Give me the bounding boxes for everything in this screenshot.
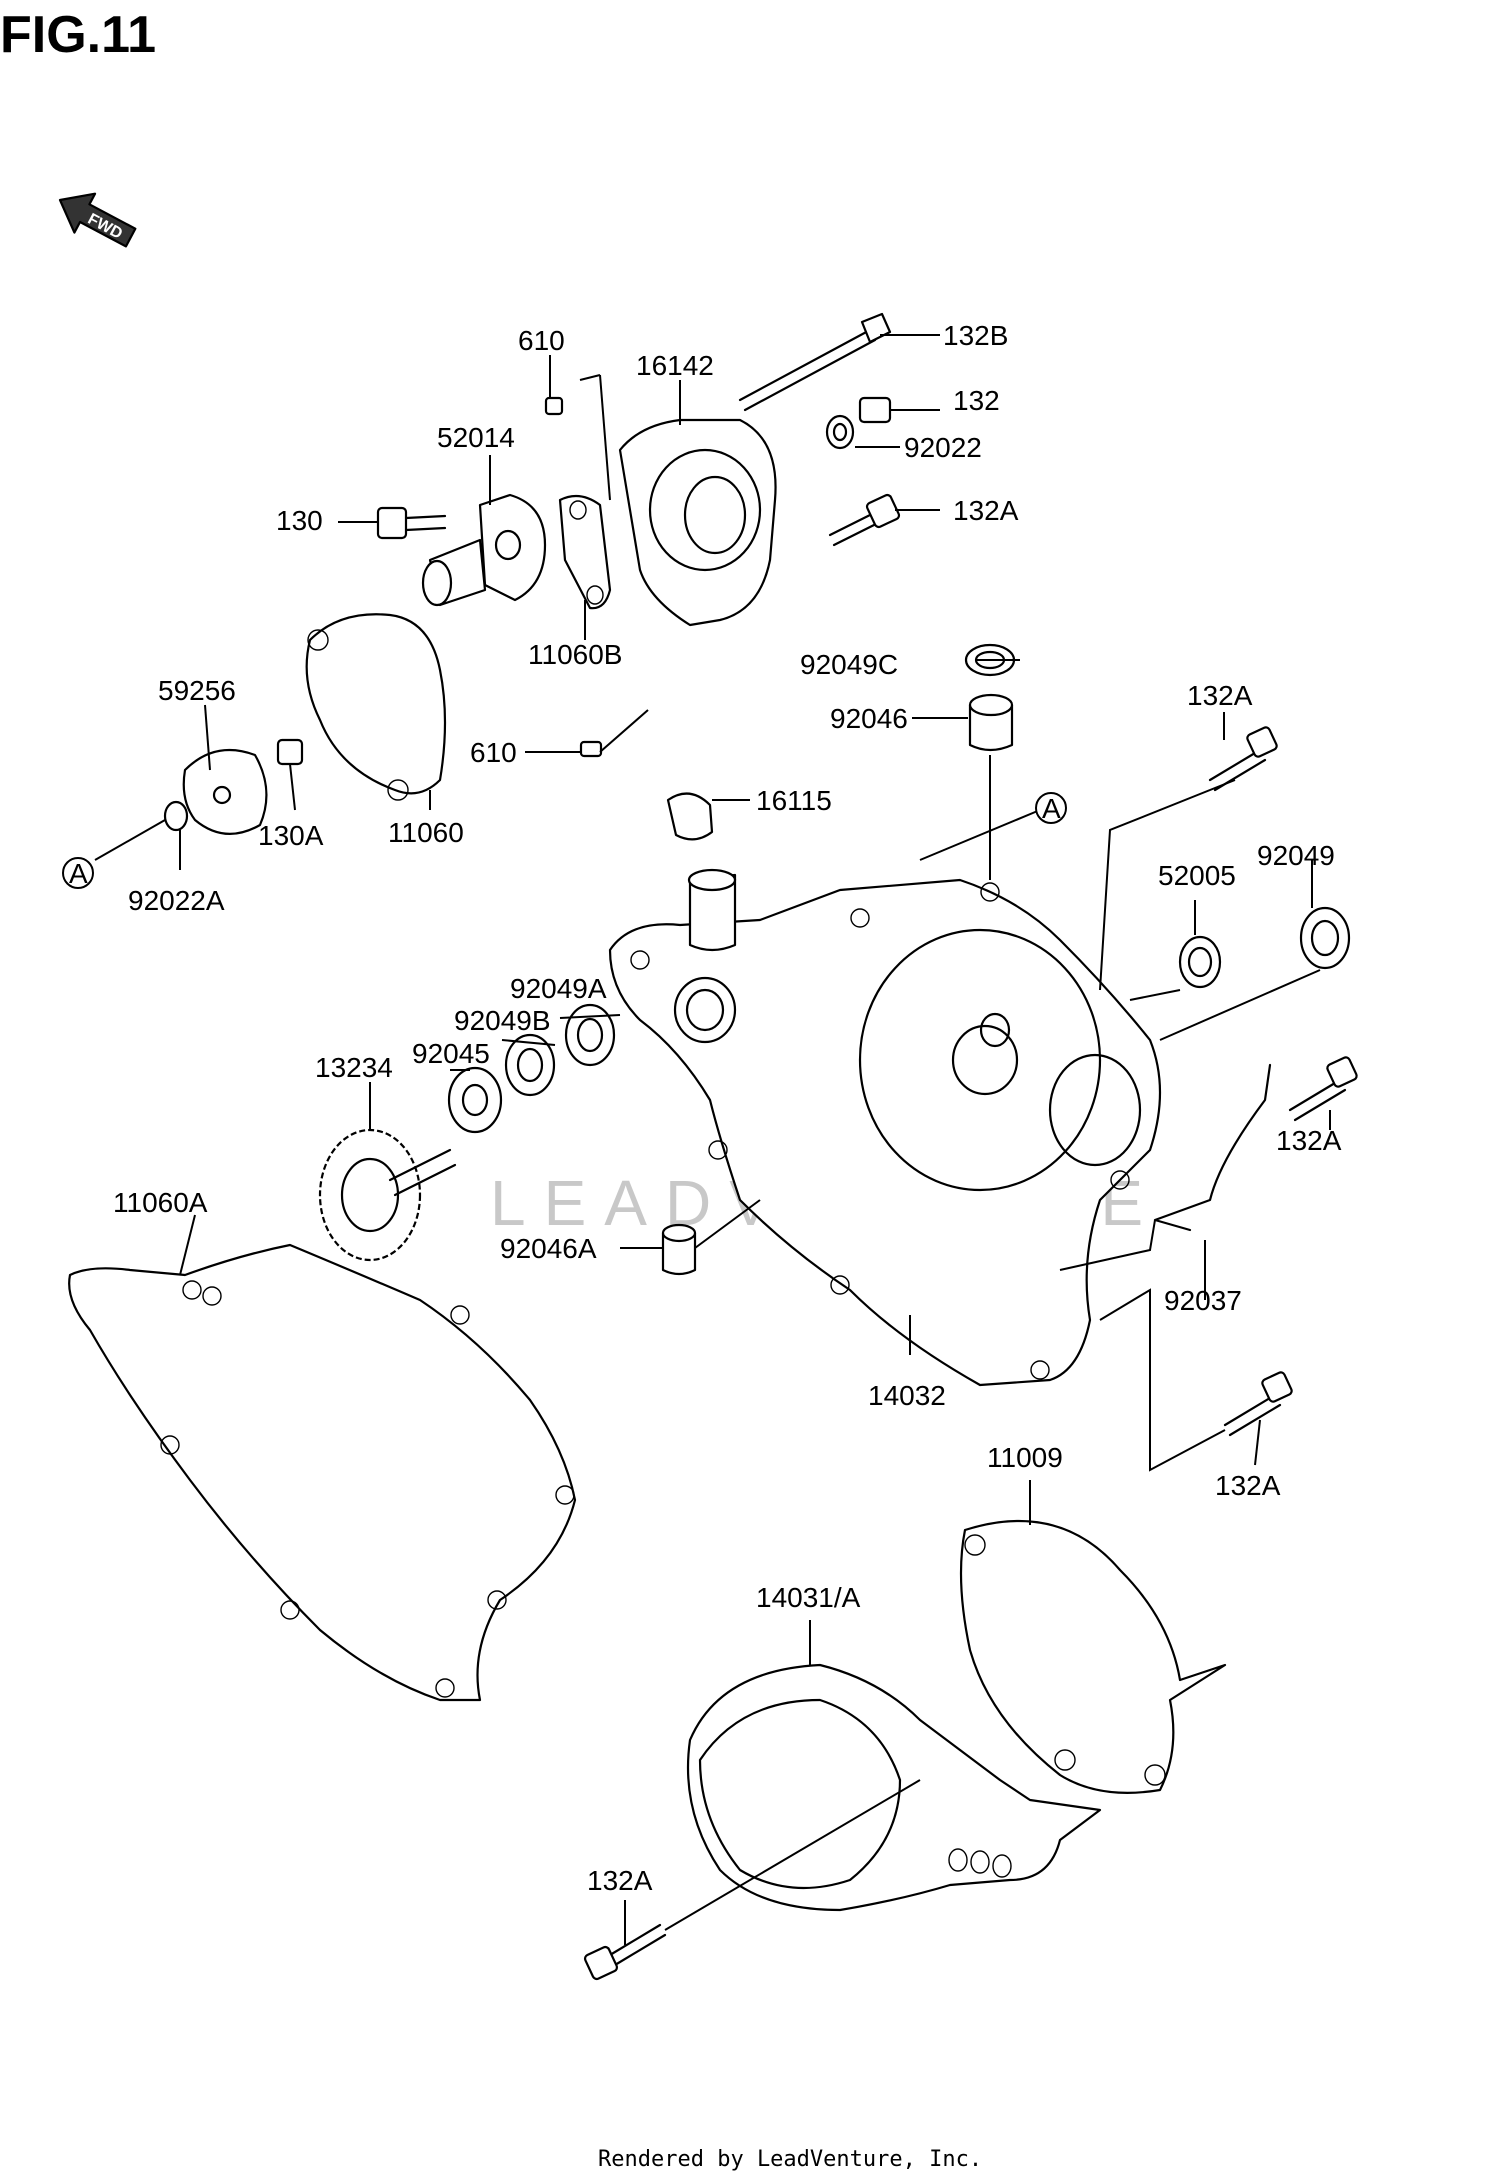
- callout-92049B: 92049B: [454, 1005, 551, 1036]
- dowel-610-bottom: [579, 740, 603, 758]
- callout-132: 132: [953, 385, 1000, 416]
- callout-11060: 11060: [388, 817, 464, 848]
- seal-92049B: [504, 1033, 556, 1097]
- svg-text:A: A: [1042, 793, 1061, 824]
- callout-52014: 52014: [437, 422, 515, 453]
- bolt-132A-top: [828, 493, 901, 547]
- ref-circle-a-left: A: [62, 857, 94, 889]
- callout-92037: 92037: [1164, 1285, 1242, 1316]
- washer-92022A: [163, 800, 189, 832]
- seal-92049: [1299, 906, 1351, 970]
- dowel-610-top: [544, 396, 564, 416]
- pump-cover-16142: [618, 418, 777, 627]
- svg-text:A: A: [69, 858, 88, 889]
- bolt-132A-right-upper: [1208, 726, 1278, 792]
- washer-92022: [825, 414, 855, 450]
- gasket-11060: [305, 613, 447, 801]
- clip-92037: [1153, 1063, 1272, 1232]
- callout-16142: 16142: [636, 350, 714, 381]
- impeller-59256: [182, 748, 268, 835]
- callout-610-bottom: 610: [470, 737, 517, 768]
- callout-labels: 610 16142 132B 132 52014 92022 130 132A …: [113, 320, 1342, 1896]
- callout-92022: 92022: [904, 432, 982, 463]
- cover-14031A: [686, 1663, 1102, 1912]
- bolt-132A-right-middle: [1288, 1056, 1358, 1122]
- callout-92049A: 92049A: [510, 973, 607, 1004]
- callout-92049C: 92049C: [800, 649, 898, 680]
- bushing-92046: [968, 693, 1014, 752]
- leader-lines: [94, 334, 1331, 1945]
- ref-circle-a-right: A: [1035, 792, 1067, 824]
- callout-130A: 130A: [258, 820, 324, 851]
- gasket-11060A: [68, 1243, 577, 1702]
- bushing-92046A: [661, 1223, 697, 1276]
- callout-13234: 13234: [315, 1052, 393, 1083]
- callout-52005: 52005: [1158, 860, 1236, 891]
- fwd-arrow-icon: FWD: [58, 192, 137, 248]
- footer-credit: Rendered by LeadVenture, Inc.: [598, 2147, 982, 2172]
- callout-92045: 92045: [412, 1038, 490, 1069]
- callout-132A-3: 132A: [1276, 1125, 1342, 1156]
- figure-title: FIG.11: [0, 6, 156, 64]
- callout-16115: 16115: [756, 785, 832, 816]
- callout-132A-4: 132A: [1215, 1470, 1281, 1501]
- gear-13234: [318, 1128, 457, 1262]
- callout-59256: 59256: [158, 675, 236, 706]
- bolt-132B: [738, 312, 892, 412]
- callout-132A-2: 132A: [1187, 680, 1253, 711]
- callout-132A-5: 132A: [587, 1865, 653, 1896]
- callout-11060A: 11060A: [113, 1187, 208, 1218]
- seal-92049A: [564, 1003, 616, 1067]
- bolt-132A-lower-right: [1223, 1371, 1293, 1437]
- callout-92022A: 92022A: [128, 885, 225, 916]
- callout-92046: 92046: [830, 703, 908, 734]
- callout-14032: 14032: [868, 1380, 946, 1411]
- gasket-11060B: [558, 494, 612, 610]
- callout-92049: 92049: [1257, 840, 1335, 871]
- callout-92046A: 92046A: [500, 1233, 597, 1264]
- ring-52005: [1178, 935, 1222, 989]
- callout-132B: 132B: [943, 320, 1008, 351]
- pipe-52014: [421, 493, 547, 607]
- callout-610-top: 610: [518, 325, 565, 356]
- gasket-11009: [959, 1519, 1227, 1794]
- callout-132A-1: 132A: [953, 495, 1019, 526]
- plug-16115: [666, 792, 714, 841]
- callout-11060B: 11060B: [528, 639, 622, 670]
- bearing-92045: [447, 1066, 503, 1134]
- bolt-132: [858, 396, 892, 424]
- callout-11009: 11009: [987, 1442, 1063, 1473]
- bolt-132A-bottom: [583, 1923, 667, 1981]
- cover-14032: [608, 868, 1162, 1387]
- callout-14031A: 14031/A: [756, 1582, 861, 1613]
- callout-130: 130: [276, 505, 323, 536]
- bolt-130: [376, 506, 447, 540]
- bolt-130A: [276, 738, 304, 766]
